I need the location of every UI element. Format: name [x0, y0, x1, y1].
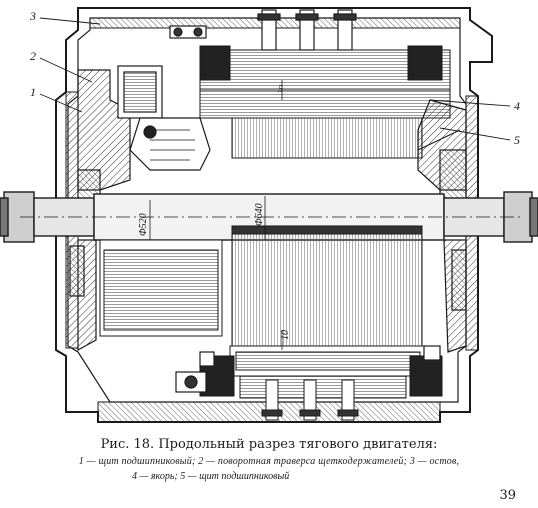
figure-caption-line-2: 4 — якорь; 5 — щит подшипниковый [132, 471, 290, 482]
callout-3: 3 [29, 9, 36, 23]
right-lower-shield [423, 239, 467, 361]
callout-5: 5 [514, 133, 520, 147]
page-number: 39 [499, 488, 516, 503]
dimension-gap: 10 [280, 330, 291, 340]
dimension-lines [149, 80, 283, 350]
left-bearing-shield [77, 65, 211, 201]
figure-caption-line-1: 1 — щит подшипниковый; 2 — поворотная тр… [78, 456, 460, 467]
callout-4: 4 [514, 99, 520, 113]
dimension-mark: 5 [278, 84, 283, 95]
left-lower-shield [69, 239, 215, 393]
callout-1: 1 [30, 85, 36, 99]
dimension-d520: Φ520 [138, 213, 149, 236]
right-bearing-shield [417, 99, 467, 201]
field-pole-upper [199, 45, 451, 159]
motor-cross-section-drawing: Φ520 Φ640 10 5 3 2 1 4 5 [0, 7, 538, 423]
dimension-d640: Φ640 [254, 203, 265, 226]
top-studs [169, 9, 357, 51]
callout-leaders [39, 17, 511, 141]
callout-2: 2 [30, 49, 36, 63]
armature-core [99, 225, 427, 377]
figure-caption-title: Рис. 18. Продольный разрез тягового двиг… [100, 437, 438, 452]
